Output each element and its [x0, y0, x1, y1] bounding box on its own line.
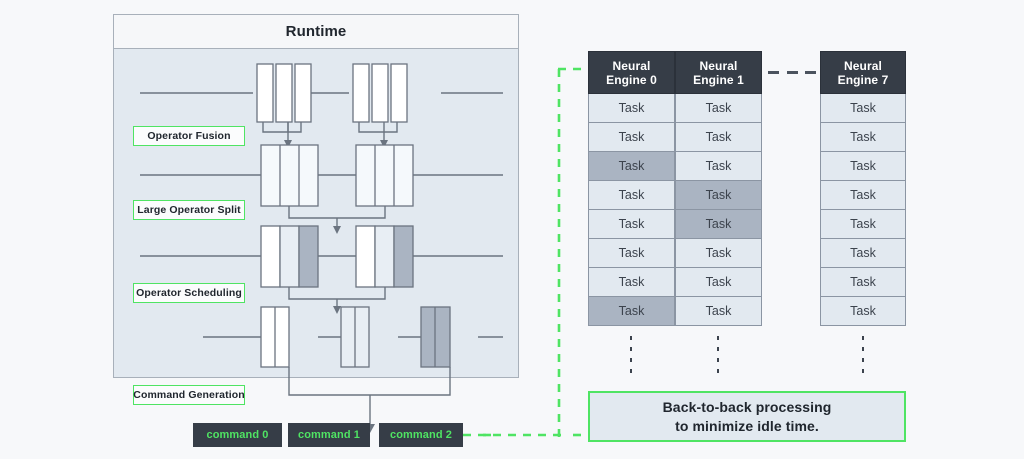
task-cell: Task	[588, 123, 675, 152]
engine-header-line1: Neural	[844, 58, 882, 73]
task-cell: Task	[588, 210, 675, 239]
engine-header-1: Neural Engine 1	[675, 51, 762, 94]
engine-header-line2: Engine 0	[606, 72, 657, 87]
task-cell: Task	[675, 210, 762, 239]
engine-columns-ellipsis-icon	[768, 70, 816, 74]
command-chip-0: command 0	[193, 423, 282, 447]
continuation-dots-engine-7	[862, 336, 864, 380]
task-cell: Task	[820, 152, 906, 181]
engine-header-7: Neural Engine 7	[820, 51, 906, 94]
engine-header-line1: Neural	[612, 58, 651, 73]
page-title: Runtime	[114, 15, 518, 49]
task-cell: Task	[820, 239, 906, 268]
continuation-dots-engine-1	[717, 336, 719, 380]
engine-header-0: Neural Engine 0	[588, 51, 675, 94]
green-dashed-connector	[463, 67, 595, 437]
task-cell: Task	[675, 268, 762, 297]
command-chip-1: command 1	[288, 423, 370, 447]
task-cell: Task	[675, 239, 762, 268]
engine-header-line2: Engine 1	[693, 72, 744, 87]
task-cell: Task	[820, 181, 906, 210]
task-cell: Task	[588, 297, 675, 326]
task-cell: Task	[820, 210, 906, 239]
task-cell: Task	[820, 94, 906, 123]
task-cell: Task	[588, 268, 675, 297]
task-cell: Task	[588, 239, 675, 268]
task-cell: Task	[820, 297, 906, 326]
callout-line1: Back-to-back processing	[662, 398, 832, 415]
engine-header-line2: Engine 7	[837, 72, 889, 87]
task-cell: Task	[675, 152, 762, 181]
command-chip-2: command 2	[379, 423, 463, 447]
stage-badge-command-generation: Command Generation	[133, 385, 245, 405]
task-cell: Task	[675, 181, 762, 210]
engine-header-line1: Neural	[699, 58, 738, 73]
stage-badge-large-operator-split: Large Operator Split	[133, 200, 245, 220]
task-cell: Task	[820, 268, 906, 297]
task-cell: Task	[675, 123, 762, 152]
stage-badge-operator-fusion: Operator Fusion	[133, 126, 245, 146]
task-cell: Task	[588, 152, 675, 181]
stage-badge-operator-scheduling: Operator Scheduling	[133, 283, 245, 303]
callout-back-to-back-processing: Back-to-back processing to minimize idle…	[588, 391, 906, 442]
task-cell: Task	[588, 181, 675, 210]
task-cell: Task	[820, 123, 906, 152]
task-cell: Task	[588, 94, 675, 123]
task-cell: Task	[675, 94, 762, 123]
runtime-panel: Runtime	[113, 14, 519, 378]
continuation-dots-engine-0	[630, 336, 632, 380]
dataflow-graph	[140, 63, 503, 433]
task-cell: Task	[675, 297, 762, 326]
callout-line2: to minimize idle time.	[675, 417, 819, 434]
